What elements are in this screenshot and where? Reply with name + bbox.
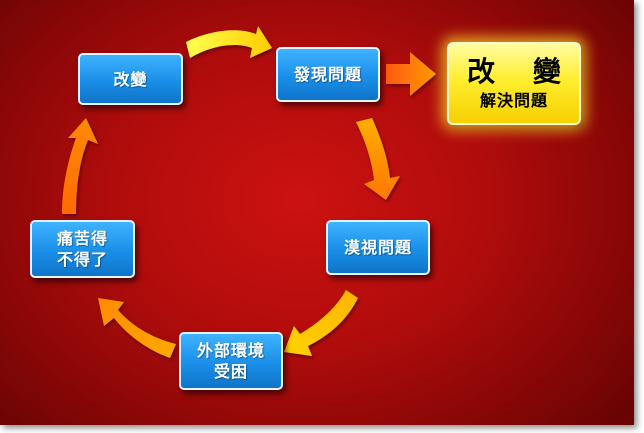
- ignore-problem-box: 漠視問題: [326, 220, 430, 275]
- change-label: 改變: [113, 69, 148, 89]
- external-environment-line1: 外部環境: [196, 341, 265, 360]
- pain-line2: 不得了: [56, 250, 108, 269]
- arrow-change-to-discover: [186, 26, 272, 58]
- diagram-canvas: 改變 發現問題 改 變 解決問題 漠視問題 外部環境 受困 痛苦得 不得了: [0, 0, 634, 425]
- arrow-external-to-pain: [98, 298, 176, 358]
- goal-solve-problem-box: 改 變 解決問題: [447, 42, 581, 125]
- change-box: 改變: [78, 53, 183, 105]
- arrow-ignore-to-external: [284, 290, 358, 356]
- arrow-discover-to-ignore: [356, 118, 400, 200]
- pain-box: 痛苦得 不得了: [30, 220, 135, 278]
- ignore-problem-label: 漠視問題: [343, 238, 412, 257]
- pain-line1: 痛苦得: [56, 229, 108, 248]
- external-environment-line2: 受困: [213, 362, 248, 381]
- arrow-pain-to-change: [62, 118, 98, 214]
- cycle-arrows: [62, 26, 436, 358]
- discover-problem-box: 發現問題: [276, 47, 380, 102]
- arrow-discover-to-goal: [386, 52, 436, 96]
- discover-problem-label: 發現問題: [293, 65, 362, 84]
- goal-subtitle: 解決問題: [479, 90, 548, 110]
- external-environment-box: 外部環境 受困: [179, 332, 283, 390]
- goal-title: 改 變: [467, 54, 575, 88]
